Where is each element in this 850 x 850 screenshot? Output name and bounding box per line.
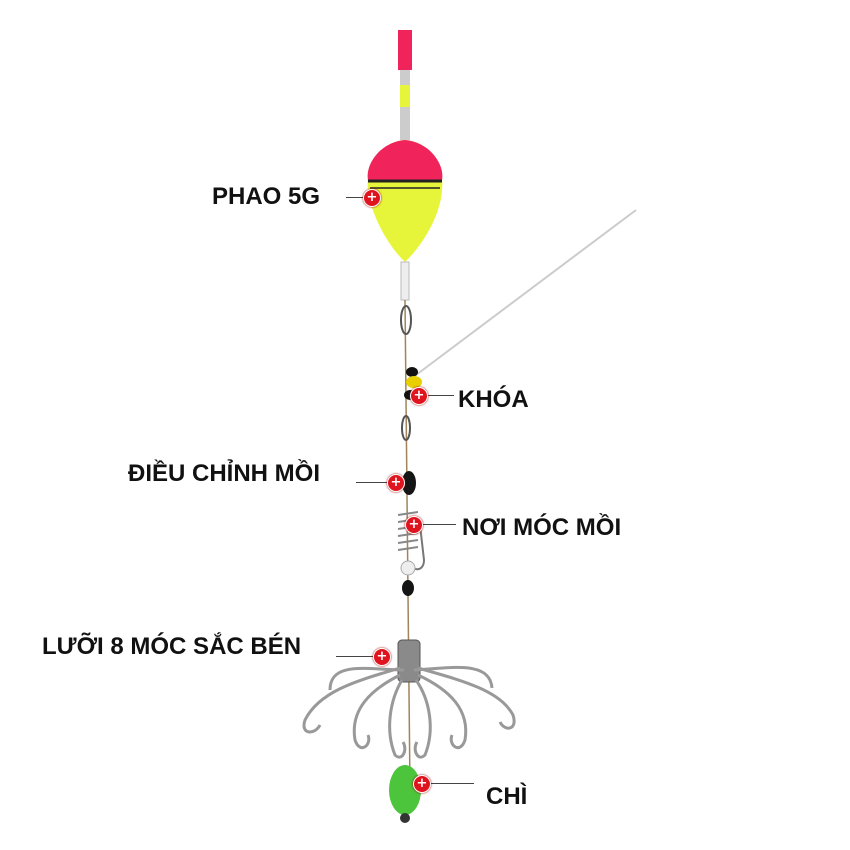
leader-line <box>426 395 454 396</box>
plus-marker-icon[interactable]: + <box>405 516 423 534</box>
leader-line <box>336 656 374 657</box>
label-bait-hook-place: NƠI MÓC MỒI <box>462 514 622 541</box>
rod-line <box>411 209 637 379</box>
plus-marker-icon[interactable]: + <box>373 648 391 666</box>
plus-marker-icon[interactable]: + <box>387 474 405 492</box>
plus-marker-icon[interactable]: + <box>363 189 381 207</box>
label-float: PHAO 5G <box>212 183 321 210</box>
adjust-bead <box>402 471 416 495</box>
main-line <box>404 299 411 791</box>
plus-marker-icon[interactable]: + <box>413 775 431 793</box>
label-bait-adjust: ĐIỀU CHỈNH MỒI <box>128 460 320 487</box>
leader-line <box>422 524 456 525</box>
sinker <box>389 765 421 815</box>
leader-line <box>430 783 474 784</box>
leader-line <box>356 482 388 483</box>
hook-hub <box>397 639 421 683</box>
label-hooks: LƯỠI 8 MÓC SẮC BÉN <box>42 633 302 660</box>
leader-line <box>346 197 368 198</box>
float-antenna-tip <box>398 30 412 70</box>
label-lock: KHÓA <box>458 386 529 413</box>
label-sinker: CHÌ <box>486 783 528 810</box>
plus-marker-icon[interactable]: + <box>410 387 428 405</box>
hooks <box>302 665 516 759</box>
